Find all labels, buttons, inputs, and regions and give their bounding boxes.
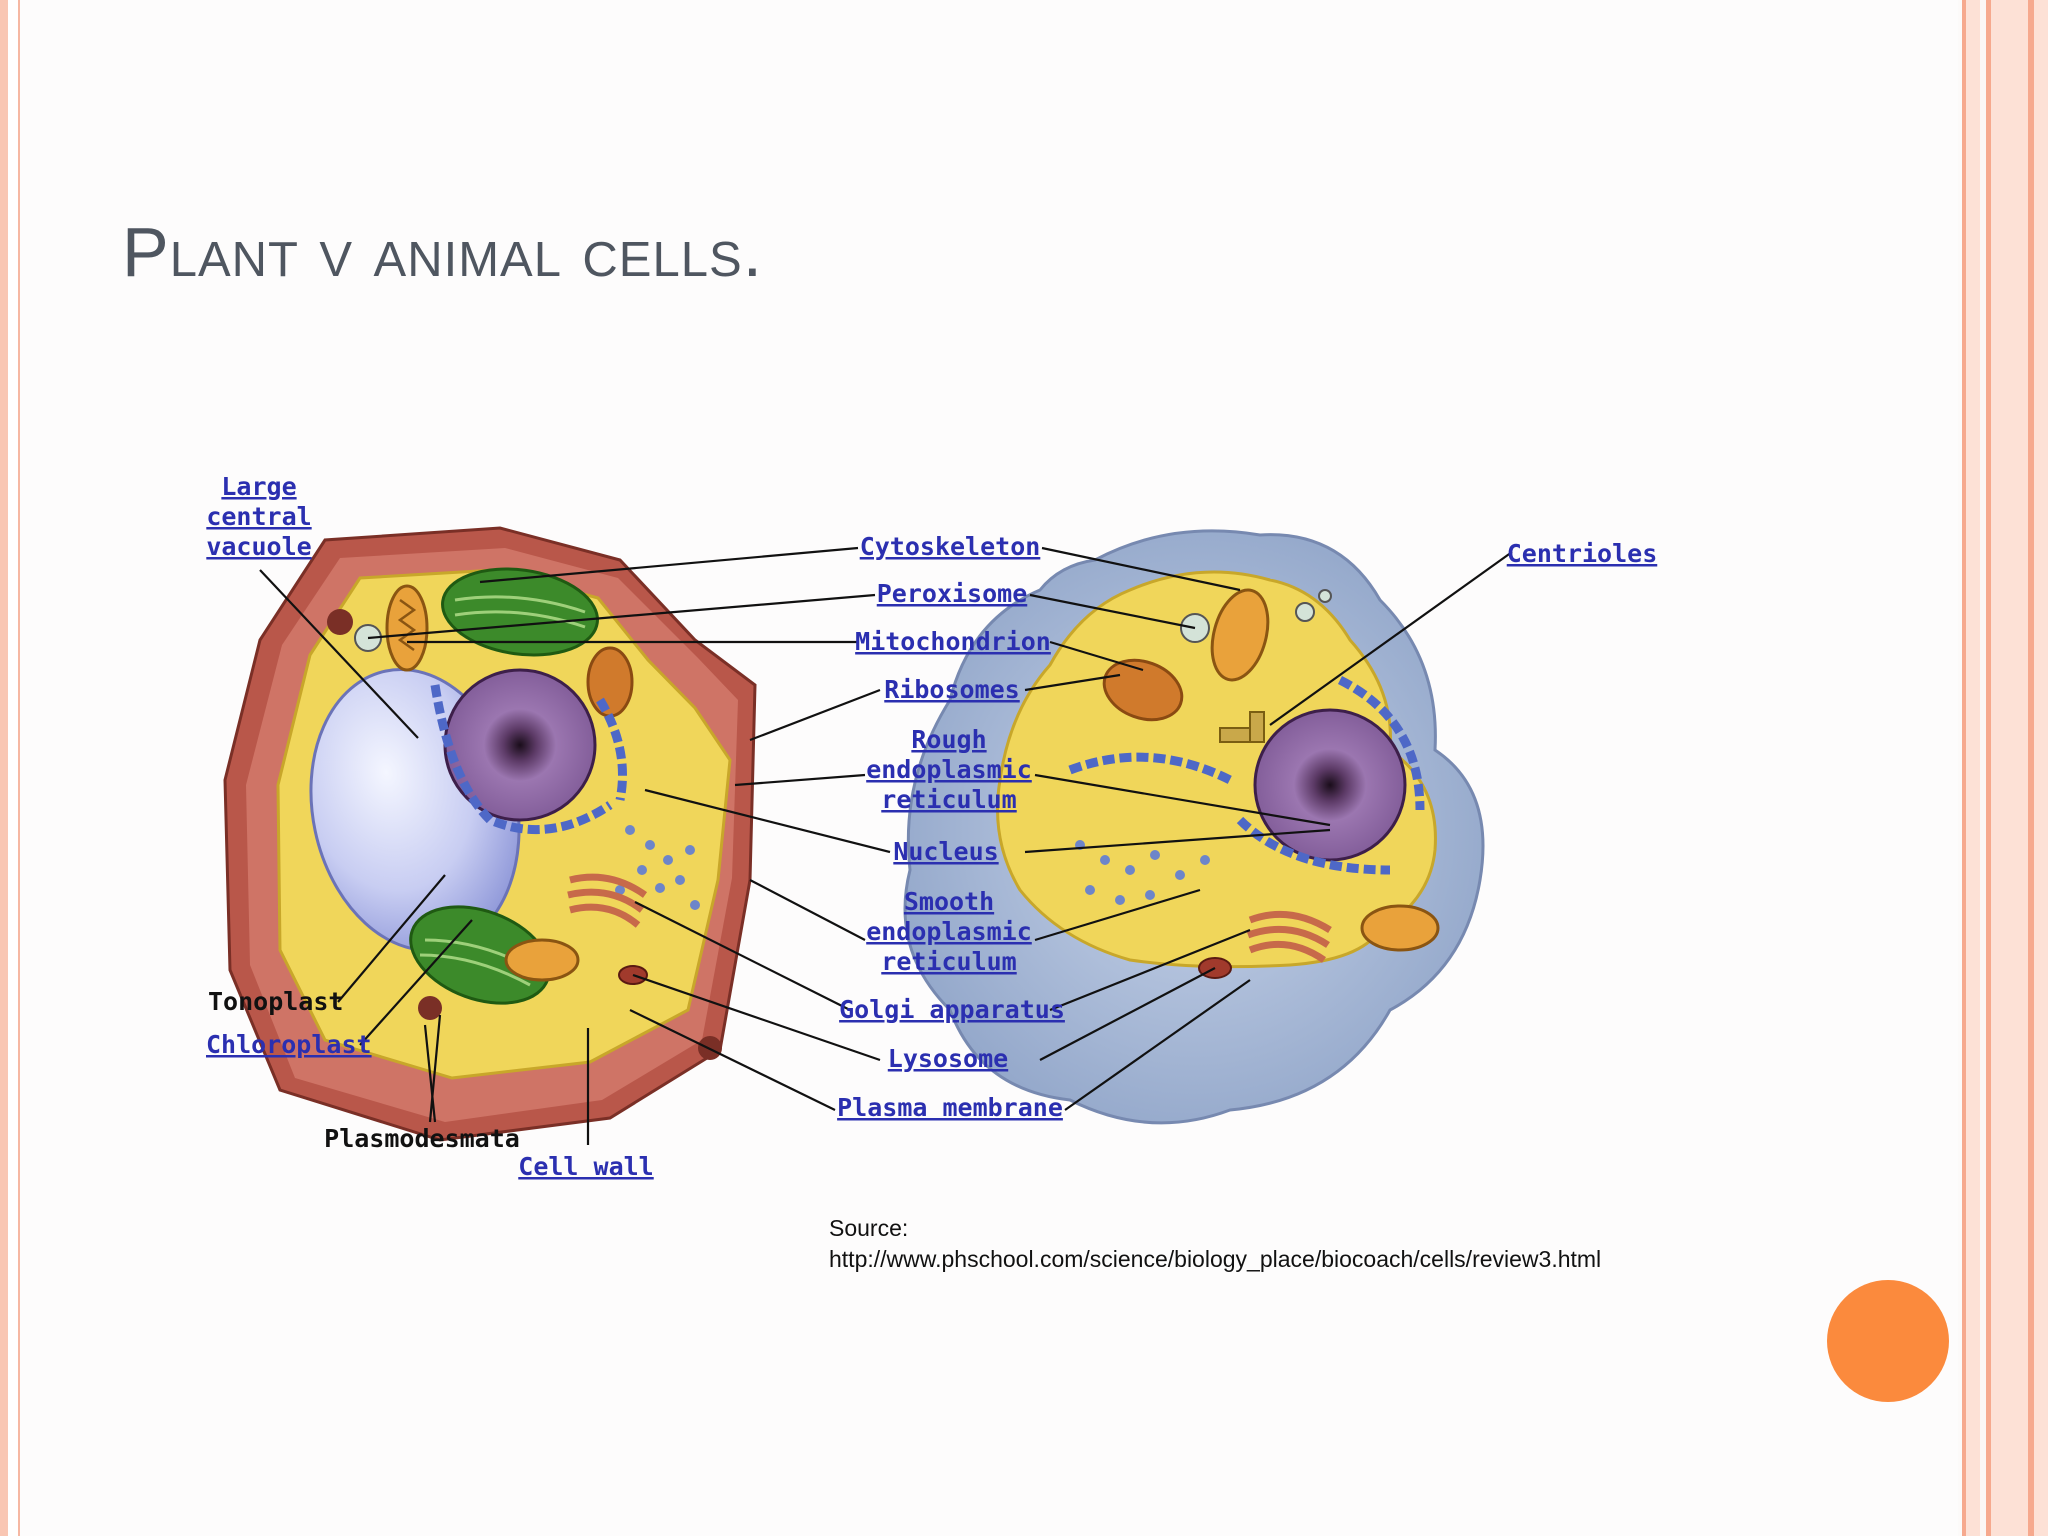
label-lysosome: Lysosome [888,1044,1008,1073]
label-smooth-er-2: endoplasmic [866,917,1032,946]
label-cytoskeleton: Cytoskeleton [860,532,1041,561]
label-smooth-er-3: reticulum [881,947,1016,976]
animal-nucleus [1253,708,1407,862]
label-vacuole-3: vacuole [206,532,311,561]
label-tonoplast: Tonoplast [208,987,343,1016]
label-smooth-er-1: Smooth [904,887,994,916]
label-peroxisome: Peroxisome [877,579,1028,608]
slide-right-border [1958,0,2048,1536]
label-vacuole-1: Large [221,472,296,501]
label-mitochondrion: Mitochondrion [855,627,1051,656]
label-plasmodesmata: Plasmodesmata [324,1124,520,1153]
slide-left-border [0,0,20,1536]
corner-decoration-circle [1827,1280,1949,1402]
plant-cell [223,526,757,1142]
leader-lines [259,546,1513,1145]
plant-nucleus [443,668,597,822]
cell-diagram: Large central vacuole Cytoskeleton Centr… [190,450,1710,1210]
label-cell-wall: Cell wall [518,1152,653,1181]
label-rough-er-2: endoplasmic [866,755,1032,784]
label-centrioles: Centrioles [1507,539,1658,568]
label-plasma-membrane: Plasma membrane [837,1093,1063,1122]
label-nucleus: Nucleus [893,837,998,866]
source-url[interactable]: http://www.phschool.com/science/biology_… [829,1246,1602,1272]
label-rough-er-1: Rough [911,725,986,754]
label-golgi: Golgi apparatus [839,995,1065,1024]
animal-cell [903,529,1485,1125]
label-ribosomes: Ribosomes [884,675,1019,704]
label-rough-er-3: reticulum [881,785,1016,814]
diagram-labels: Large central vacuole Cytoskeleton Centr… [206,472,1657,1181]
label-vacuole-2: central [206,502,311,531]
source-label: Source: [829,1215,909,1241]
label-chloroplast: Chloroplast [206,1030,372,1059]
slide-title: Plant v animal cells. [122,213,764,291]
